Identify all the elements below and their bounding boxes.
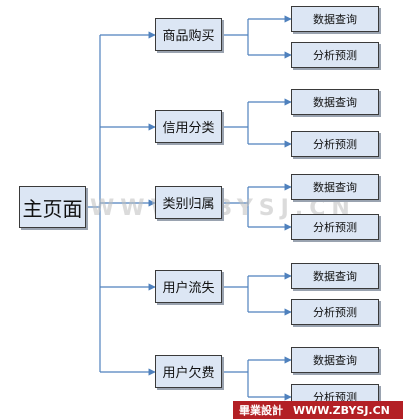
leaf-node-2b: 分析预测	[291, 131, 379, 157]
leaf-node-5a: 数据查询	[291, 347, 379, 373]
leaf-node-1b: 分析预测	[291, 42, 379, 68]
branch-node-3: 类别归属	[155, 186, 222, 219]
leaf-node-1a: 数据查询	[291, 6, 379, 32]
leaf-node-4a: 数据查询	[291, 263, 379, 289]
branch-node-2: 信用分类	[155, 110, 222, 143]
leaf-node-2a: 数据查询	[291, 89, 379, 115]
badge-brand: 畢業設計	[239, 404, 283, 417]
branch-node-1: 商品购买	[155, 18, 222, 51]
leaf-node-3b: 分析预测	[291, 214, 379, 240]
site-badge: 畢業設計 WWW.ZBYSJ.CN	[233, 401, 403, 419]
leaf-node-4b: 分析预测	[291, 299, 379, 325]
branch-node-5: 用户欠费	[155, 355, 222, 388]
badge-url: WWW.ZBYSJ.CN	[293, 403, 390, 417]
root-node: 主页面	[19, 186, 86, 228]
branch-node-4: 用户流失	[155, 270, 222, 303]
leaf-node-3a: 数据查询	[291, 174, 379, 200]
